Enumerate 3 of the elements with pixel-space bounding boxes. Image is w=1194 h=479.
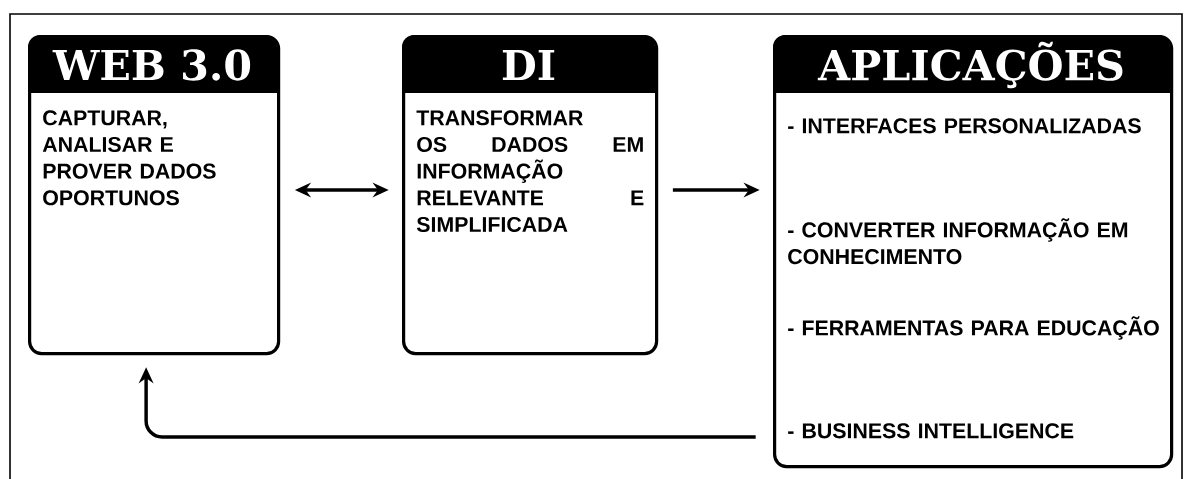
titled-box: DI TRANSFORMAR OS DADOS EM INFORMAÇÃO RELEVANTE E SIMPLIFICADA	[402, 35, 659, 356]
titled-box: APLICAÇÕES - INTERFACES PERSONALIZADAS - CONVERTER INFORMAÇÃO EM CONHECIMENTO - FERRAMENTAS PARA EDUCAÇÃO - BUSINESS INTELLIGENCE	[773, 35, 1174, 469]
titled-box: WEB 3.0 CAPTURAR, ANALISAR E PROVER DADOS OPORTUNOS	[28, 35, 281, 356]
